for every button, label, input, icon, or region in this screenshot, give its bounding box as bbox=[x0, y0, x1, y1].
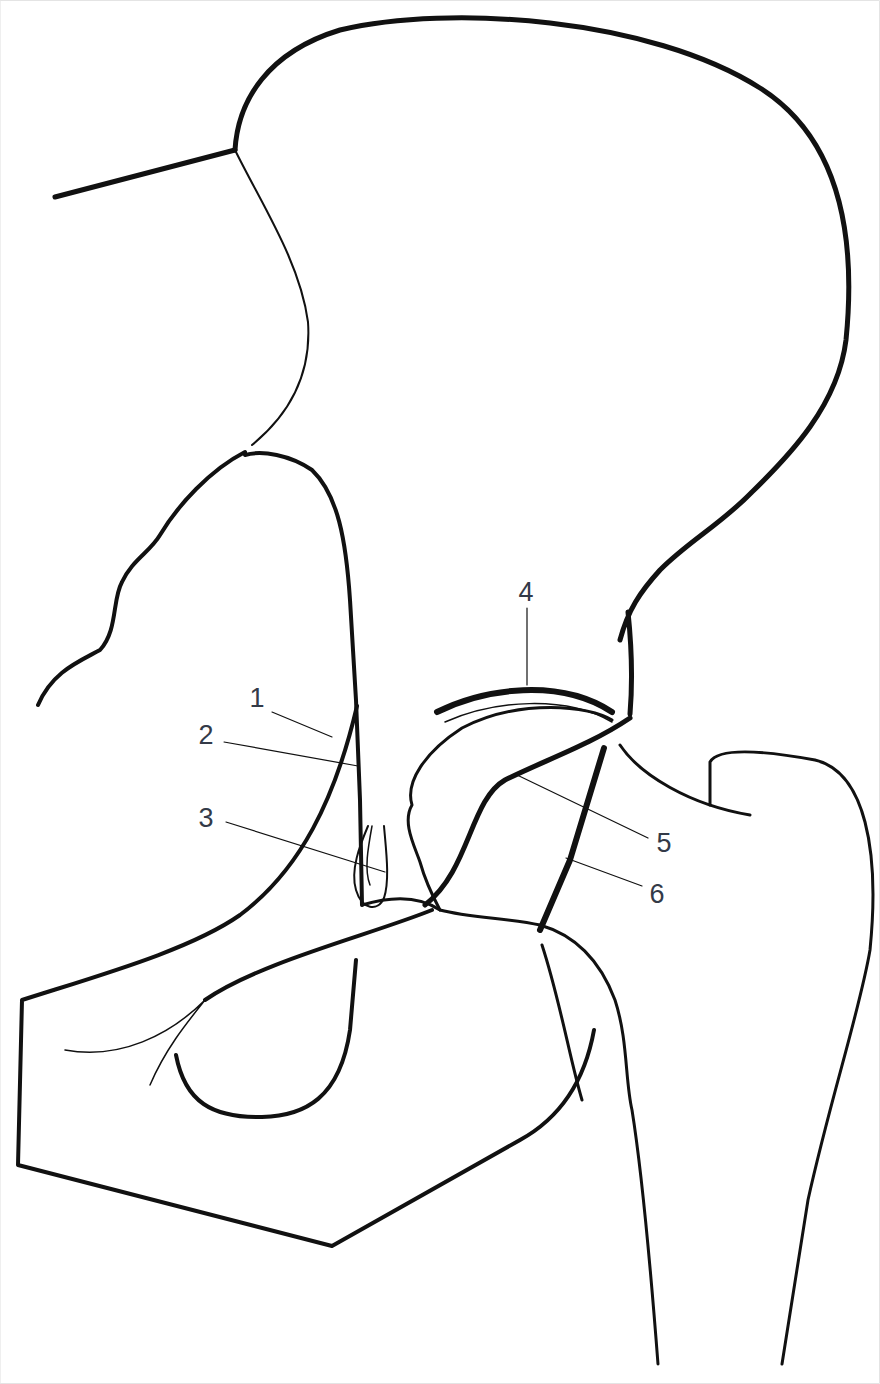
ilium-outline bbox=[235, 18, 849, 714]
greater-trochanter bbox=[710, 752, 873, 1364]
leader-line bbox=[566, 858, 642, 886]
leader-line bbox=[526, 608, 527, 685]
ilioischial-line bbox=[245, 453, 362, 905]
leader-line bbox=[272, 712, 332, 737]
femoral-neck bbox=[620, 745, 750, 815]
leader-line bbox=[515, 774, 648, 838]
leader-line bbox=[224, 742, 358, 766]
femoral-head bbox=[408, 708, 612, 911]
ischium-outline bbox=[18, 706, 594, 1246]
posterior-wall bbox=[540, 748, 604, 930]
anterior-wall bbox=[425, 718, 630, 905]
callout-number: 1 bbox=[249, 685, 264, 712]
sacroiliac-joint bbox=[235, 150, 308, 445]
callout-number: 6 bbox=[649, 881, 664, 908]
teardrop bbox=[354, 826, 387, 907]
joint-space-line bbox=[445, 704, 612, 722]
callout-number: 4 bbox=[518, 579, 533, 606]
sacrum-edge bbox=[38, 452, 245, 705]
obturator-foramen bbox=[176, 960, 356, 1117]
callout-number: 2 bbox=[198, 722, 213, 749]
leader-line bbox=[226, 822, 385, 872]
callout-number: 3 bbox=[198, 805, 213, 832]
pubic-symphysis bbox=[65, 1000, 205, 1085]
lesser-trochanter bbox=[542, 945, 582, 1100]
pubic-ramus bbox=[205, 910, 432, 1000]
callout-number: 5 bbox=[656, 830, 671, 857]
femur-medial bbox=[362, 899, 658, 1365]
sacrum-border bbox=[55, 150, 235, 197]
teardrop-inner bbox=[367, 826, 372, 885]
leader-lines bbox=[224, 608, 648, 886]
